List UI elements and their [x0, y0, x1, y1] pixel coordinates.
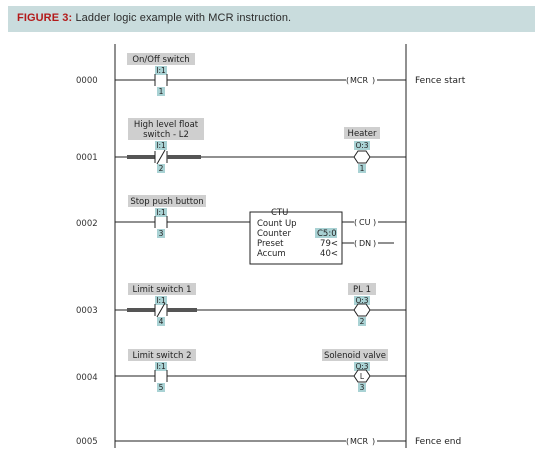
contact-bit: 1 — [159, 87, 164, 96]
cu-label: CU — [359, 218, 371, 227]
mcr-output: ( MCR ) — [346, 437, 375, 446]
contact-address: I:1 — [156, 66, 166, 75]
energized-path — [167, 155, 201, 159]
output-address: O:3 — [355, 141, 368, 150]
svg-text:(: ( — [346, 437, 349, 446]
output-comment-box — [348, 283, 376, 295]
rung-comment: Fence start — [415, 76, 466, 86]
contact-bit: 2 — [159, 164, 164, 173]
rung-number: 0001 — [76, 153, 98, 163]
rung-number: 0000 — [76, 76, 98, 86]
figure-caption-text: Ladder logic example with MCR instructio… — [75, 12, 292, 24]
rung-0001: 0001 High level float switch - L2 I:1 2 … — [76, 118, 406, 173]
rung-0000: 0000 On/Off switch I:1 1 ( MCR ) Fence s… — [76, 53, 466, 96]
svg-text:(: ( — [354, 218, 357, 227]
ctu-accum-value: 40< — [320, 249, 338, 259]
svg-text:(: ( — [346, 76, 349, 85]
contact-address: I:1 — [156, 208, 166, 217]
rung-number: 0004 — [76, 373, 98, 383]
normally-closed-contact — [154, 302, 168, 318]
normally-open-contact — [154, 216, 168, 228]
instruction-comment-box — [128, 283, 196, 295]
svg-text:): ) — [372, 76, 375, 85]
mcr-label: MCR — [350, 76, 368, 85]
rung-comment: Fence end — [415, 437, 461, 447]
dn-output: ( DN ) — [354, 239, 376, 248]
cu-output: ( CU ) — [354, 218, 376, 227]
contact-label: Limit switch 1 — [132, 285, 191, 295]
ctu-block: CTU Count Up Counter C5:0 Preset 79< Acc… — [249, 208, 343, 265]
svg-text:): ) — [373, 218, 376, 227]
output-address: O:3 — [355, 296, 368, 305]
rung-0004: 0004 Limit switch 2 I:1 5 Solenoid valve… — [76, 349, 406, 392]
output-bit: 2 — [360, 317, 365, 326]
contact-bit: 4 — [159, 317, 164, 326]
instruction-comment-box — [128, 349, 196, 361]
ctu-description: Count Up — [257, 219, 297, 229]
rung-0005: 0005 ( MCR ) Fence end — [76, 437, 461, 447]
output-coil — [353, 150, 371, 164]
rung-0003: 0003 Limit switch 1 I:1 4 PL 1 O:3 2 — [76, 283, 406, 326]
contact-label-line1: High level float — [134, 120, 199, 130]
contact-address: I:1 — [156, 141, 166, 150]
output-label: Solenoid valve — [324, 351, 386, 361]
contact-label: On/Off switch — [132, 55, 189, 65]
instruction-comment-box — [128, 195, 206, 207]
energized-path — [127, 308, 155, 312]
contact-address: I:1 — [156, 362, 166, 371]
contact-bit: 5 — [159, 383, 164, 392]
output-coil — [353, 303, 371, 317]
latch-letter: L — [360, 372, 365, 381]
figure-caption: FIGURE 3: Ladder logic example with MCR … — [17, 12, 291, 24]
ctu-preset-label: Preset — [257, 239, 284, 249]
mcr-output: ( MCR ) — [346, 76, 375, 85]
output-label: PL 1 — [353, 285, 371, 295]
output-comment-box — [322, 349, 388, 361]
output-label: Heater — [348, 129, 377, 139]
contact-address: I:1 — [156, 296, 166, 305]
output-bit: 3 — [360, 383, 365, 392]
ctu-preset-value: 79< — [320, 239, 338, 249]
mcr-label: MCR — [350, 437, 368, 446]
ctu-counter-label: Counter — [257, 229, 291, 239]
energized-path — [167, 308, 197, 312]
ctu-counter-value: C5:0 — [317, 229, 337, 239]
output-comment-box — [344, 127, 380, 139]
ctu-title: CTU — [271, 208, 288, 218]
figure-label: FIGURE 3: — [17, 12, 73, 24]
rung-number: 0002 — [76, 219, 98, 229]
svg-text:): ) — [373, 239, 376, 248]
rung-number: 0005 — [76, 437, 98, 447]
svg-text:): ) — [372, 437, 375, 446]
normally-closed-contact — [154, 149, 168, 165]
figure-caption-bar: FIGURE 3: Ladder logic example with MCR … — [8, 6, 535, 32]
contact-label-line2: switch - L2 — [143, 130, 189, 140]
energized-path — [127, 155, 155, 159]
instruction-comment-box — [127, 53, 195, 65]
output-address: O:3 — [355, 362, 368, 371]
dn-label: DN — [359, 239, 371, 248]
rung-number: 0003 — [76, 306, 98, 316]
rung-0002: 0002 Stop push button I:1 3 CTU Count Up… — [76, 195, 406, 265]
svg-text:(: ( — [354, 239, 357, 248]
output-bit: 1 — [360, 164, 365, 173]
contact-label: Limit switch 2 — [132, 351, 191, 361]
contact-bit: 3 — [159, 229, 164, 238]
ctu-accum-label: Accum — [257, 249, 286, 259]
instruction-comment-box — [128, 118, 204, 140]
normally-open-contact — [154, 370, 168, 382]
contact-label: Stop push button — [130, 197, 203, 207]
